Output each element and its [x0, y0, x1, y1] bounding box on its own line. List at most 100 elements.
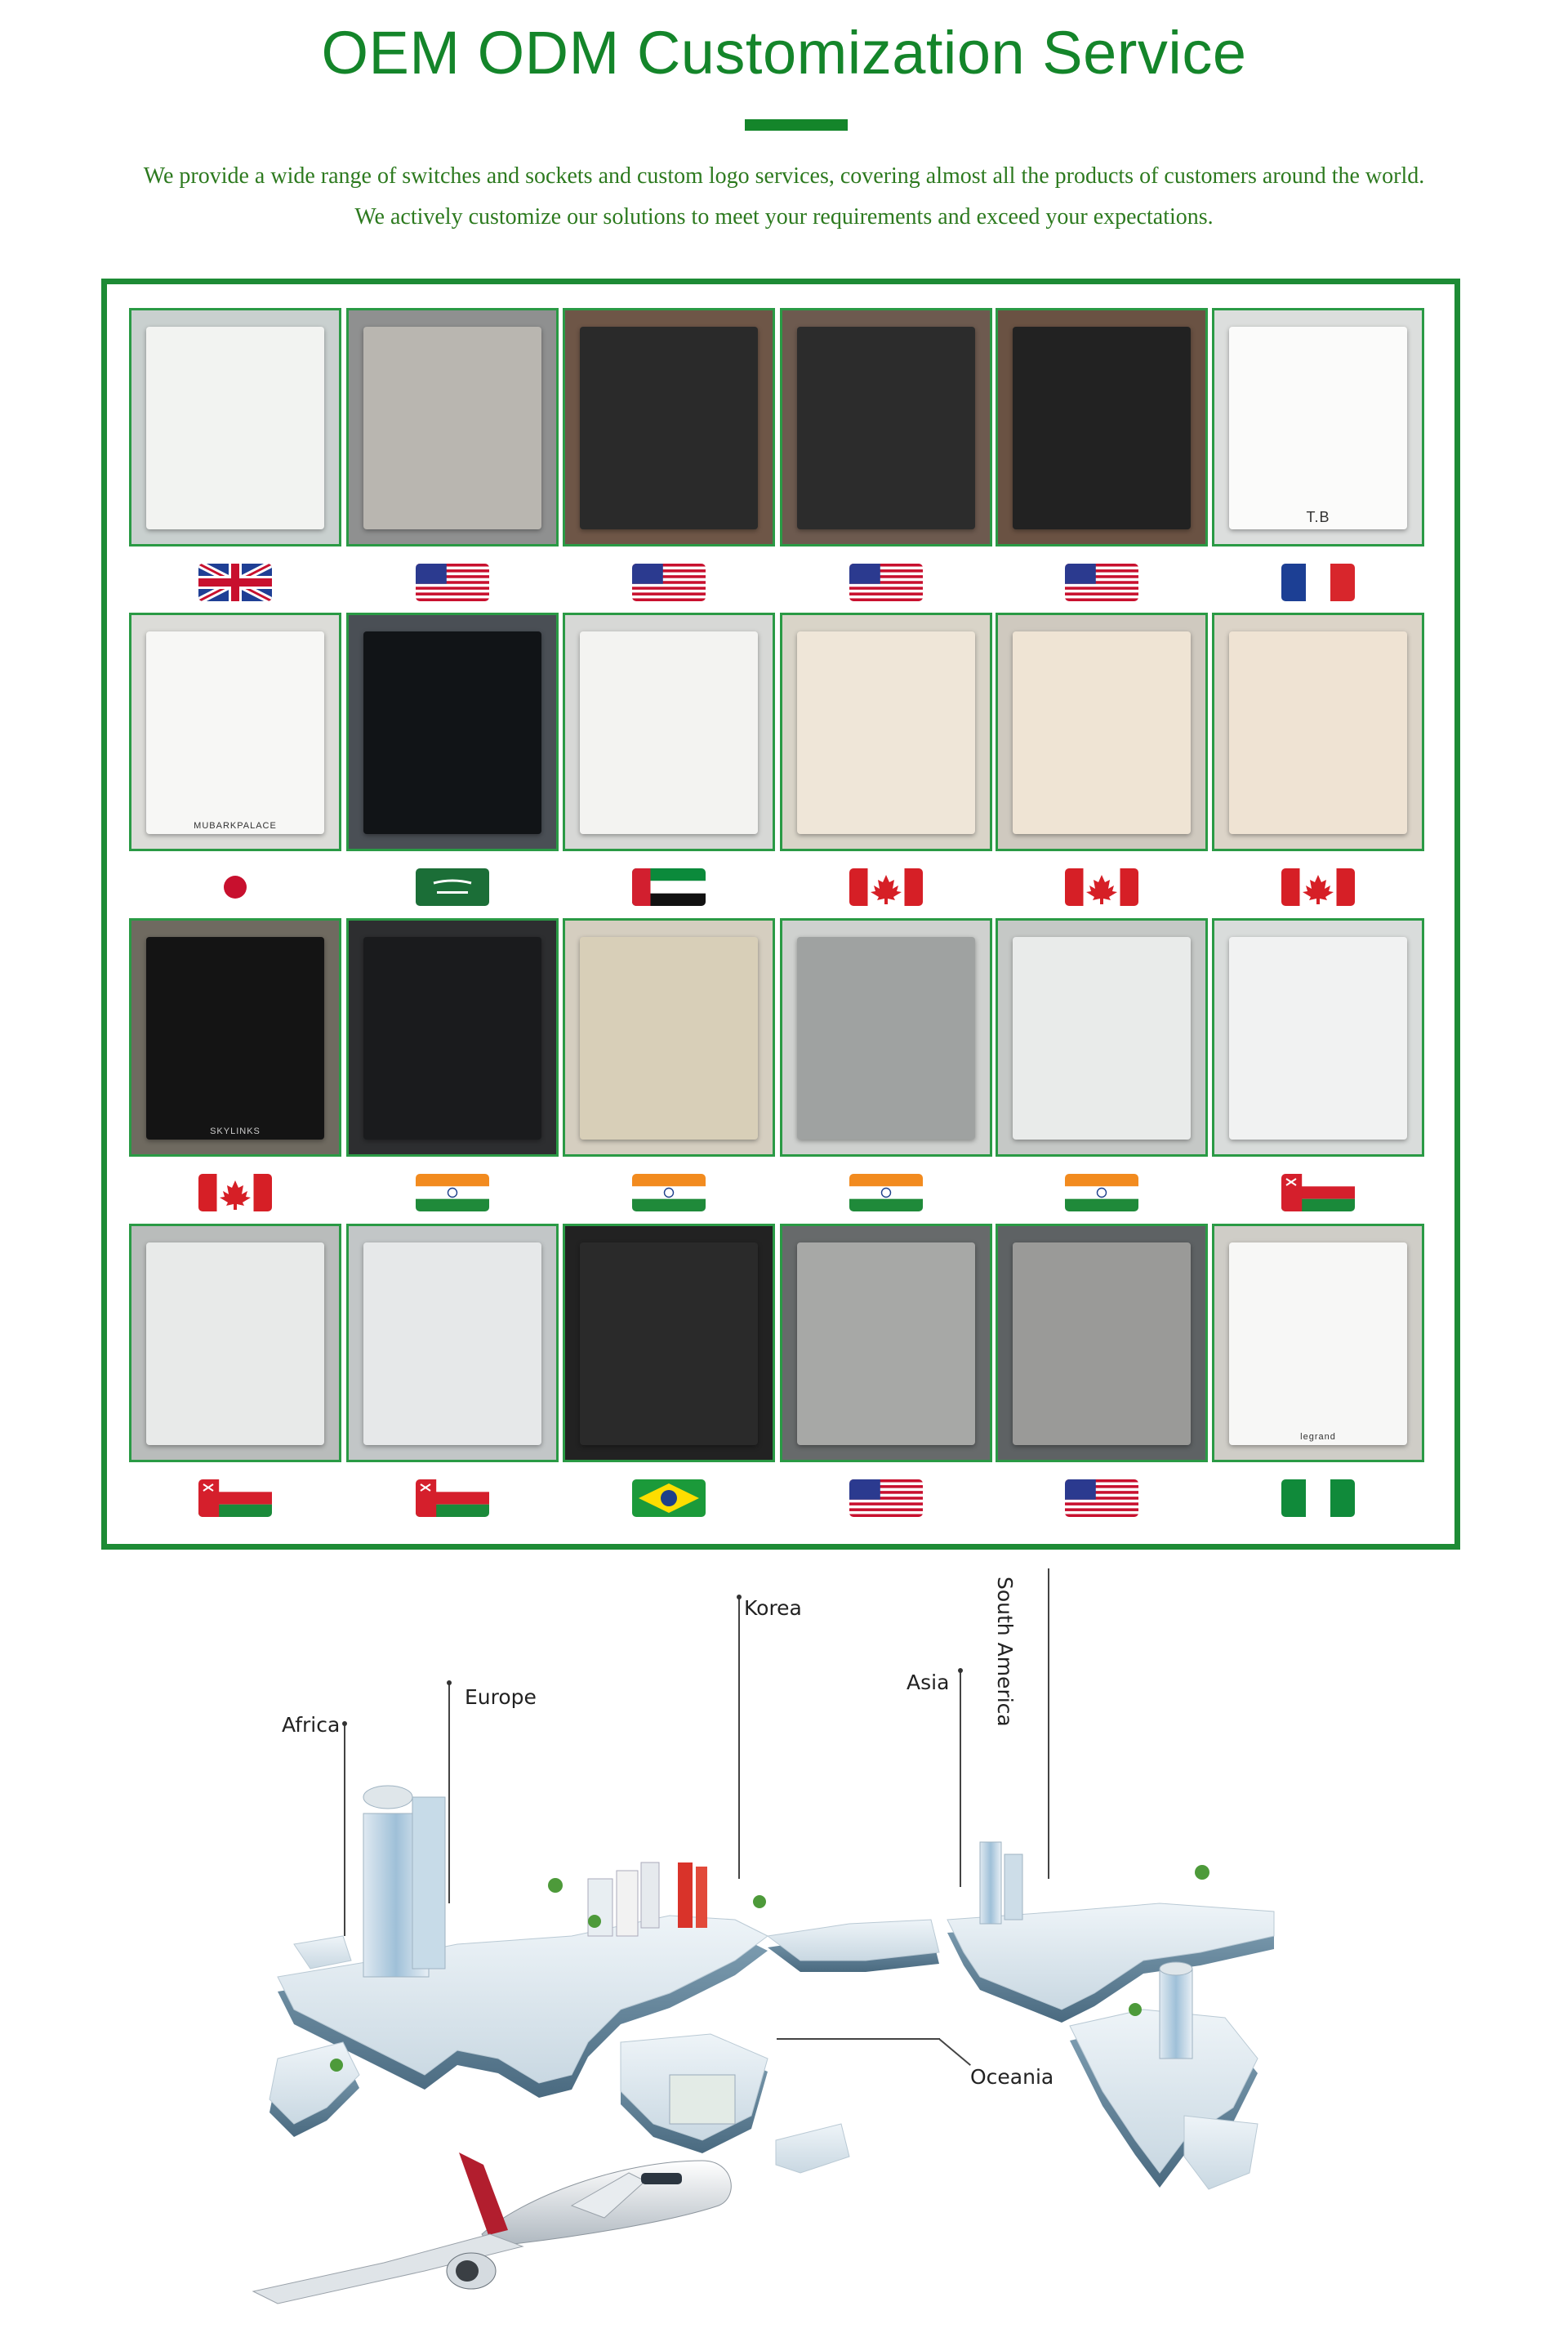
country-flag	[780, 1469, 992, 1528]
airplane	[252, 2152, 732, 2304]
product-plate	[797, 327, 975, 529]
flag-india-icon	[632, 1174, 706, 1211]
title-underline	[745, 119, 848, 131]
product-plate	[1013, 937, 1191, 1140]
region-pin-line	[738, 1597, 740, 1879]
country-flag	[1212, 1163, 1424, 1222]
flag-uk-icon	[198, 564, 272, 601]
product-photo	[996, 1224, 1208, 1462]
product-photo	[780, 918, 992, 1157]
flag-canada-icon	[198, 1174, 272, 1211]
landmass-east	[947, 1903, 1275, 2190]
region-pin-dot	[958, 1668, 963, 1673]
product-plate	[1229, 327, 1407, 529]
product-plate	[580, 1242, 758, 1445]
product-photo: T.B	[1212, 308, 1424, 546]
country-flag	[1212, 553, 1424, 612]
flag-oman-icon	[198, 1479, 272, 1517]
flag-india-icon	[849, 1174, 923, 1211]
product-photo	[129, 308, 341, 546]
product-plate	[363, 631, 541, 834]
product-plate	[1013, 327, 1191, 529]
product-plate	[580, 327, 758, 529]
product-plate	[146, 937, 324, 1140]
product-photo	[780, 308, 992, 546]
flag-japan-icon	[198, 868, 272, 906]
flag-us-icon	[849, 1479, 923, 1517]
country-flag	[1212, 858, 1424, 917]
region-label-europe: Europe	[465, 1685, 537, 1709]
product-plate	[1229, 937, 1407, 1140]
country-flag	[346, 553, 559, 612]
product-logo: T.B	[1306, 509, 1330, 525]
product-photo	[346, 308, 559, 546]
flag-oman-icon	[1281, 1174, 1355, 1211]
country-flag	[996, 1163, 1208, 1222]
product-photo	[780, 613, 992, 851]
flag-us-icon	[632, 564, 706, 601]
product-photo	[1212, 613, 1424, 851]
country-flag	[129, 1469, 341, 1528]
product-photo	[563, 308, 775, 546]
country-flag	[780, 553, 992, 612]
country-flag	[129, 1163, 341, 1222]
product-plate	[146, 631, 324, 834]
product-photo	[1212, 918, 1424, 1157]
page-title: OEM ODM Customization Service	[321, 19, 1247, 87]
product-plate	[146, 327, 324, 529]
country-flag	[996, 1469, 1208, 1528]
product-photo	[563, 1224, 775, 1462]
product-logo: SKYLINKS	[210, 1126, 261, 1136]
flag-us-icon	[1065, 1479, 1138, 1517]
flag-oman-icon	[416, 1479, 489, 1517]
region-pin-line	[1048, 1568, 1049, 1879]
product-photo	[346, 613, 559, 851]
flag-india-icon	[1065, 1174, 1138, 1211]
country-flag	[563, 553, 775, 612]
intro-line-1: We provide a wide range of switches and …	[143, 163, 1425, 189]
country-flag	[346, 1469, 559, 1528]
product-logo: MUBARKPALACE	[194, 821, 277, 831]
region-pin-dot	[737, 1595, 742, 1599]
region-label-africa: Africa	[282, 1713, 341, 1737]
oceania-leader-line	[777, 2038, 940, 2040]
country-flag	[563, 1163, 775, 1222]
flag-india-icon	[416, 1174, 489, 1211]
country-flag	[563, 1469, 775, 1528]
product-plate	[580, 631, 758, 834]
flag-canada-icon	[1065, 868, 1138, 906]
city-buildings	[330, 1785, 1209, 2125]
product-plate	[146, 1242, 324, 1445]
product-photo	[129, 1224, 341, 1462]
country-flag	[129, 553, 341, 612]
region-pin-line	[448, 1683, 450, 1903]
flag-uae-icon	[632, 868, 706, 906]
flag-us-icon	[849, 564, 923, 601]
product-plate	[797, 1242, 975, 1445]
flag-canada-icon	[1281, 868, 1355, 906]
country-flag	[996, 553, 1208, 612]
flag-nigeria-icon	[1281, 1479, 1355, 1517]
product-photo	[563, 613, 775, 851]
product-plate	[797, 937, 975, 1140]
flag-canada-icon	[849, 868, 923, 906]
product-photo: legrand	[1212, 1224, 1424, 1462]
product-plate	[797, 631, 975, 834]
country-flag	[1212, 1469, 1424, 1528]
product-photo: SKYLINKS	[129, 918, 341, 1157]
region-label-asia: Asia	[906, 1671, 950, 1694]
region-label-oceania: Oceania	[970, 2065, 1054, 2089]
product-photo	[563, 918, 775, 1157]
region-label-south-america: South America	[993, 1577, 1017, 1727]
product-plate	[363, 1242, 541, 1445]
product-photo: MUBARKPALACE	[129, 613, 341, 851]
country-flag	[780, 858, 992, 917]
country-flag	[563, 858, 775, 917]
product-plate	[1229, 1242, 1407, 1445]
product-photo	[780, 1224, 992, 1462]
region-pin-line	[960, 1671, 961, 1887]
country-flag	[129, 858, 341, 917]
flag-us-icon	[1065, 564, 1138, 601]
product-photo	[346, 1224, 559, 1462]
